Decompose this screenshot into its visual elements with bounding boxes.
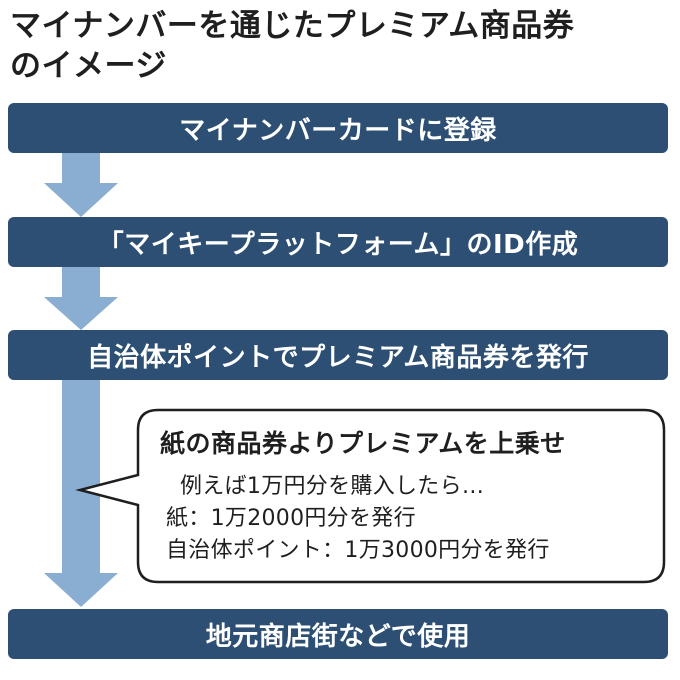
arrow-1 [44, 153, 118, 217]
step-register-mynumber-card: マイナンバーカードに登録 [8, 103, 668, 153]
callout-line-example: 例えば1万円分を購入したら… [180, 474, 485, 499]
title-line-1: マイナンバーを通じたプレミアム商品券 [10, 8, 575, 44]
step-use-local-shops: 地元商店街などで使用 [8, 609, 668, 659]
callout-line-paper: 紙：1万2000円分を発行 [166, 506, 416, 531]
arrow-3 [44, 380, 118, 607]
step-create-id: 「マイキープラットフォーム」のID作成 [8, 217, 668, 267]
step-issue-premium-voucher: 自治体ポイントでプレミアム商品券を発行 [8, 330, 668, 380]
title-line-2: のイメージ [10, 48, 167, 84]
step-label: 自治体ポイントでプレミアム商品券を発行 [87, 342, 589, 373]
callout-line-points: 自治体ポイント：1万3000円分を発行 [166, 538, 550, 563]
step-label: マイナンバーカードに登録 [179, 115, 497, 146]
callout-heading: 紙の商品券よりプレミアムを上乗せ [160, 429, 566, 458]
step-label: 地元商店街などで使用 [205, 621, 471, 652]
step-label: 「マイキープラットフォーム」のID作成 [97, 229, 579, 260]
diagram-title: マイナンバーを通じたプレミアム商品券 のイメージ [10, 6, 670, 86]
arrow-2 [44, 267, 118, 330]
callout: 紙の商品券よりプレミアムを上乗せ 例えば1万円分を購入したら… 紙：1万2000… [140, 410, 660, 580]
